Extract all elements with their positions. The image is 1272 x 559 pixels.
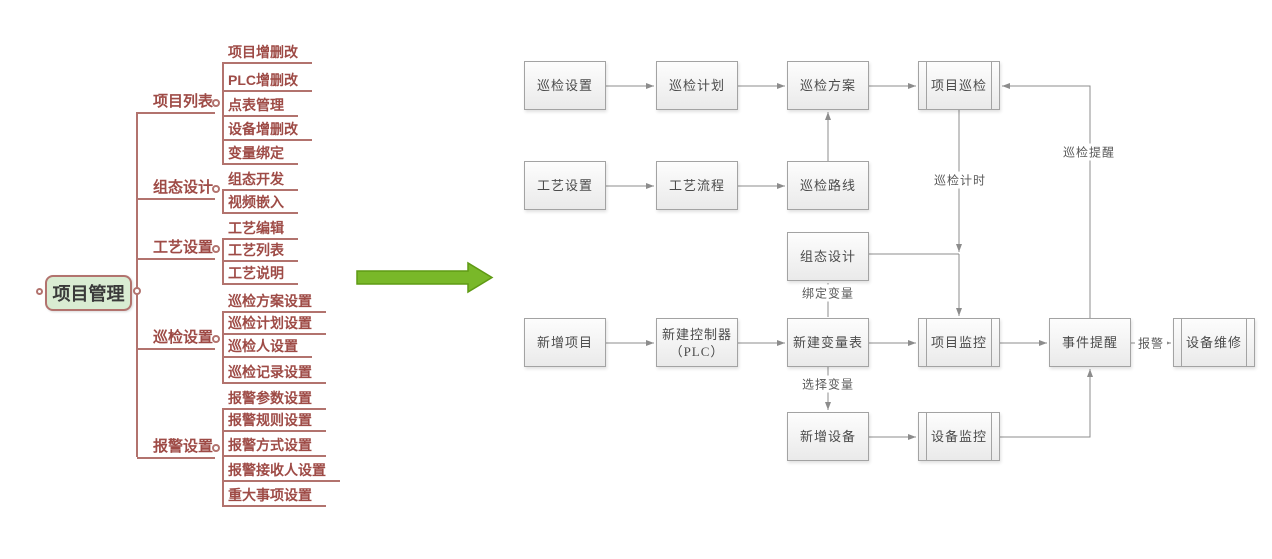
- flow-node-new-variable-table: 新建变量表: [787, 318, 869, 367]
- flow-node-project-monitoring: 项目监控: [918, 318, 1000, 367]
- flow-node-process-flow: 工艺流程: [656, 161, 738, 210]
- branch-connector-dot: [212, 99, 220, 107]
- mindmap-item-video-embed: 视频嵌入: [222, 194, 298, 214]
- flow-node-configuration-design: 组态设计: [787, 232, 869, 281]
- flow-node-equipment-repair: 设备维修: [1173, 318, 1255, 367]
- mindmap-item-process-edit: 工艺编辑: [222, 220, 298, 240]
- mindmap-branch-configuration-design: 组态设计: [137, 180, 215, 200]
- mindmap-item-alarm-method-setting: 报警方式设置: [222, 437, 326, 457]
- mindmap-item-major-event-setting: 重大事项设置: [222, 487, 326, 507]
- mindmap-item-inspection-scheme-setting: 巡检方案设置: [222, 293, 326, 313]
- branch-connector-dot: [212, 335, 220, 343]
- mindmap-item-alarm-param-setting: 报警参数设置: [222, 390, 326, 410]
- flow-node-new-equipment: 新增设备: [787, 412, 869, 461]
- edge-label-bind-variable: 绑定变量: [798, 284, 858, 302]
- flow-edges: [606, 83, 1171, 440]
- flow-node-new-project: 新增项目: [524, 318, 606, 367]
- mindmap-branch-process-settings: 工艺设置: [137, 240, 215, 260]
- mindmap-item-process-notes: 工艺说明: [222, 265, 298, 285]
- flow-node-event-reminder: 事件提醒: [1049, 318, 1131, 367]
- root-connector-dot: [133, 287, 141, 295]
- mindmap-branch-project-list: 项目列表: [137, 94, 215, 114]
- flow-node-inspection-route: 巡检路线: [787, 161, 869, 210]
- right-arrow-icon: [356, 261, 494, 294]
- mindmap-root-node: 项目管理: [45, 275, 132, 311]
- mindmap-item-alarm-rule-setting: 报警规则设置: [222, 412, 326, 432]
- root-left-anchor-dot: [36, 288, 43, 295]
- mindmap-item-inspection-record-setting: 巡检记录设置: [222, 364, 326, 384]
- edge-label-inspection-timing: 巡检计时: [930, 171, 990, 189]
- branch-connector-dot: [212, 245, 220, 253]
- mindmap-item-inspector-setting: 巡检人设置: [222, 338, 312, 358]
- flow-node-project-inspection: 项目巡检: [918, 61, 1000, 110]
- mindmap-branch-inspection-settings: 巡检设置: [137, 330, 215, 350]
- branch-connector-dot: [212, 185, 220, 193]
- mindmap-item-variable-bind: 变量绑定: [222, 145, 298, 165]
- flow-node-equipment-monitoring: 设备监控: [918, 412, 1000, 461]
- edge-label-inspection-reminder: 巡检提醒: [1059, 143, 1119, 161]
- edge-label-select-variable: 选择变量: [798, 375, 858, 393]
- mindmap-item-inspection-plan-setting: 巡检计划设置: [222, 315, 326, 335]
- flow-node-inspection-settings: 巡检设置: [524, 61, 606, 110]
- mindmap-item-device-crud: 设备增删改: [222, 121, 312, 141]
- edge-label-alarm: 报警: [1134, 334, 1168, 352]
- flow-node-process-settings: 工艺设置: [524, 161, 606, 210]
- flow-node-new-controller-plc: 新建控制器 （PLC）: [656, 318, 738, 367]
- branch-connector-dot: [212, 444, 220, 452]
- flow-node-inspection-plan: 巡检计划: [656, 61, 738, 110]
- flow-node-inspection-scheme: 巡检方案: [787, 61, 869, 110]
- mindmap-item-alarm-receiver-setting: 报警接收人设置: [222, 462, 340, 482]
- mindmap-item-project-crud: 项目增删改: [222, 44, 312, 64]
- mindmap-item-point-table: 点表管理: [222, 97, 298, 117]
- mindmap-item-plc-crud: PLC增删改: [222, 72, 312, 92]
- mindmap-item-config-dev: 组态开发: [222, 171, 298, 191]
- mindmap-item-process-list: 工艺列表: [222, 242, 298, 262]
- mindmap-branch-alarm-settings: 报警设置: [137, 439, 215, 459]
